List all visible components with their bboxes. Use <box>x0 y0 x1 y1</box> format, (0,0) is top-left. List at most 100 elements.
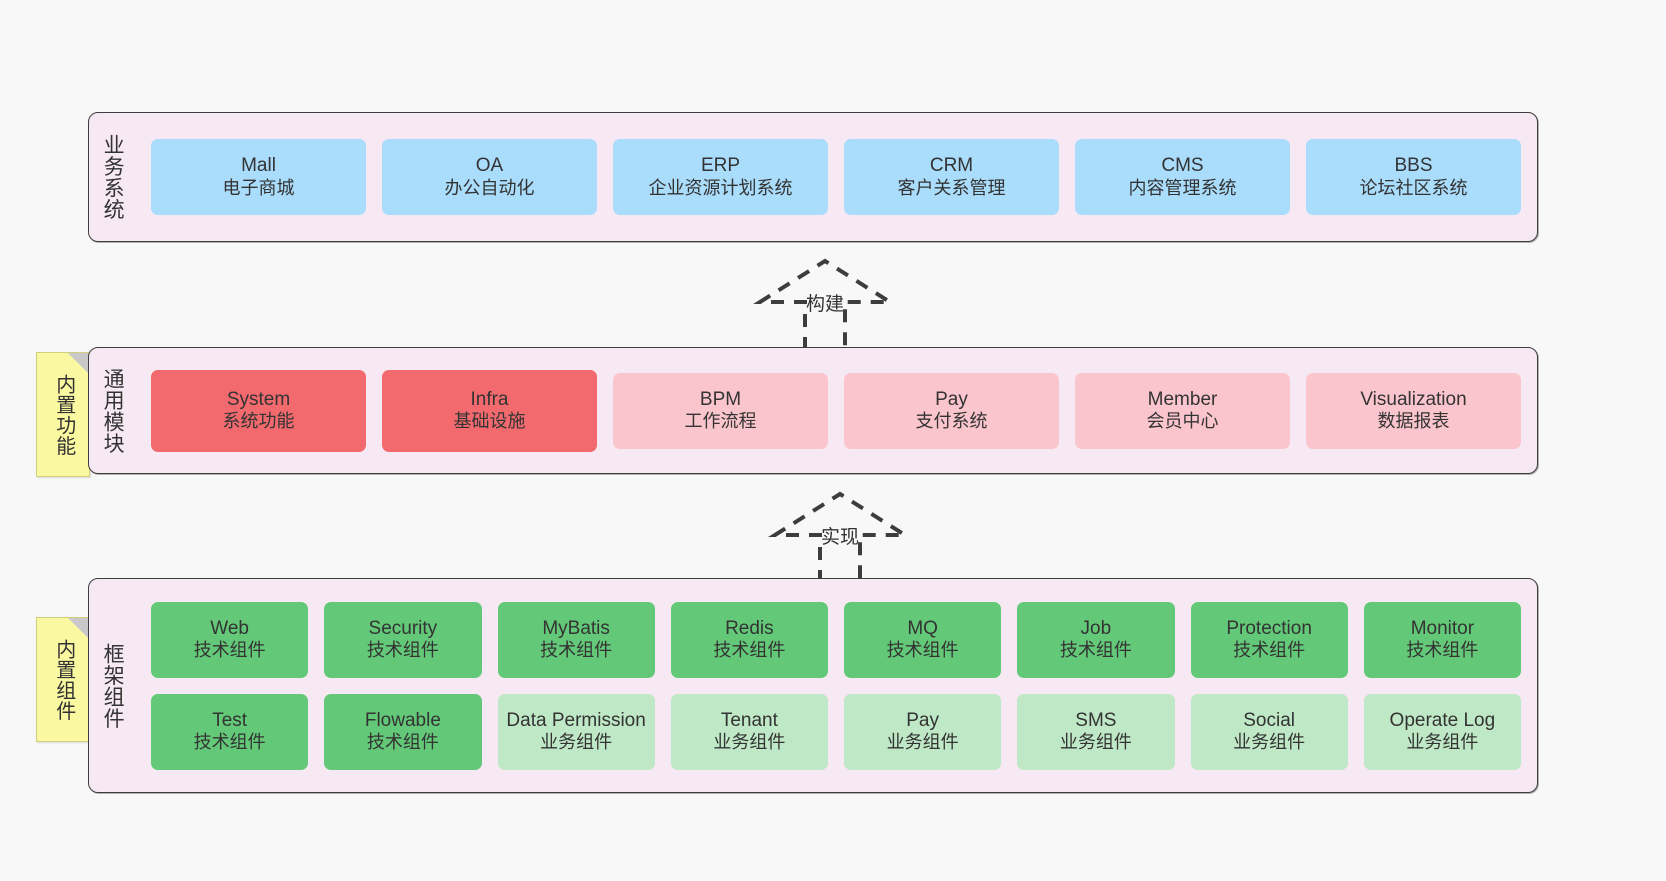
node-oa-name: OA <box>475 155 504 177</box>
node-pay-module-name: Pay <box>935 388 968 410</box>
node-flowable-name: Flowable <box>364 709 441 731</box>
connector-implement: 实现 <box>750 488 930 588</box>
node-pay-component-name: Pay <box>906 709 939 731</box>
framework-biz-row: Test 技术组件 Flowable 技术组件 Data Permission … <box>143 693 1529 770</box>
node-monitor-sub: 技术组件 <box>1406 640 1479 661</box>
connector-implement-label: 实现 <box>820 527 859 548</box>
node-mall[interactable]: Mall 电子商城 <box>151 139 366 215</box>
node-security[interactable]: Security 技术组件 <box>324 601 482 678</box>
connector-build-arrow <box>753 258 897 350</box>
node-web-sub: 技术组件 <box>193 640 266 661</box>
node-system[interactable]: System 系统功能 <box>151 369 366 452</box>
node-member[interactable]: Member 会员中心 <box>1075 372 1290 449</box>
node-redis-sub: 技术组件 <box>713 640 786 661</box>
node-redis[interactable]: Redis 技术组件 <box>670 601 828 678</box>
layer-framework-components[interactable]: 框架组件 Web 技术组件 Security 技术组件 MyBatis 技术组件… <box>88 578 1538 793</box>
node-tenant[interactable]: Tenant 业务组件 <box>670 693 828 770</box>
node-protection[interactable]: Protection 技术组件 <box>1190 601 1348 678</box>
node-mybatis-name: MyBatis <box>542 617 610 639</box>
node-bpm[interactable]: BPM 工作流程 <box>613 372 828 449</box>
node-web[interactable]: Web 技术组件 <box>151 601 309 678</box>
node-flowable-sub: 技术组件 <box>366 732 439 753</box>
node-bbs[interactable]: BBS 论坛社区系统 <box>1306 139 1521 215</box>
node-data-permission-sub: 业务组件 <box>540 732 613 753</box>
node-job-name: Job <box>1080 617 1112 639</box>
note-builtin-components: 内置组件 <box>36 617 90 742</box>
note-builtin-components-label: 内置组件 <box>52 638 75 721</box>
node-infra-name: Infra <box>470 388 509 410</box>
node-infra-sub: 基础设施 <box>453 411 526 432</box>
node-test-name: Test <box>212 709 248 731</box>
node-job-sub: 技术组件 <box>1059 640 1132 661</box>
node-flowable[interactable]: Flowable 技术组件 <box>324 693 482 770</box>
node-security-sub: 技术组件 <box>366 640 439 661</box>
node-security-name: Security <box>368 617 438 639</box>
node-social-name: Social <box>1243 709 1295 731</box>
node-cms-name: CMS <box>1161 155 1204 177</box>
node-oa[interactable]: OA 办公自动化 <box>382 139 597 215</box>
node-system-name: System <box>226 388 291 410</box>
node-erp[interactable]: ERP 企业资源计划系统 <box>613 139 828 215</box>
node-sms[interactable]: SMS 业务组件 <box>1017 693 1175 770</box>
node-infra[interactable]: Infra 基础设施 <box>382 369 597 452</box>
layer-business-title: 业务系统 <box>101 134 125 220</box>
layer-common-body: System 系统功能 Infra 基础设施 BPM 工作流程 Pay 支付系统… <box>135 348 1537 473</box>
connector-build: 构建 <box>735 255 915 355</box>
node-web-name: Web <box>210 617 249 639</box>
node-system-sub: 系统功能 <box>222 411 295 432</box>
node-mybatis[interactable]: MyBatis 技术组件 <box>497 601 655 678</box>
node-sms-name: SMS <box>1075 709 1117 731</box>
node-pay-module[interactable]: Pay 支付系统 <box>844 372 1059 449</box>
node-pay-module-sub: 支付系统 <box>915 411 988 432</box>
note-fold-corner-icon <box>68 353 89 374</box>
node-social-sub: 业务组件 <box>1233 732 1306 753</box>
node-crm-sub: 客户关系管理 <box>897 177 1006 198</box>
node-test[interactable]: Test 技术组件 <box>151 693 309 770</box>
layer-framework-body: Web 技术组件 Security 技术组件 MyBatis 技术组件 Redi… <box>135 579 1537 792</box>
node-cms[interactable]: CMS 内容管理系统 <box>1075 139 1290 215</box>
node-crm[interactable]: CRM 客户关系管理 <box>844 139 1059 215</box>
node-visualization-name: Visualization <box>1360 388 1467 410</box>
framework-tech-row: Web 技术组件 Security 技术组件 MyBatis 技术组件 Redi… <box>143 601 1529 678</box>
node-mybatis-sub: 技术组件 <box>540 640 613 661</box>
connector-build-label: 构建 <box>805 294 844 315</box>
node-bpm-sub: 工作流程 <box>684 411 757 432</box>
node-operate-log-sub: 业务组件 <box>1406 732 1479 753</box>
node-protection-sub: 技术组件 <box>1233 640 1306 661</box>
node-test-sub: 技术组件 <box>193 732 266 753</box>
node-mq[interactable]: MQ 技术组件 <box>844 601 1002 678</box>
note-fold-corner-icon <box>68 618 89 639</box>
node-mq-name: MQ <box>907 617 938 639</box>
node-mall-name: Mall <box>241 155 276 177</box>
node-operate-log[interactable]: Operate Log 业务组件 <box>1363 693 1521 770</box>
layer-common-title: 通用模块 <box>101 367 125 454</box>
node-redis-name: Redis <box>725 617 774 639</box>
layer-common-modules[interactable]: 通用模块 System 系统功能 Infra 基础设施 BPM 工作流程 Pay… <box>88 347 1538 474</box>
node-social[interactable]: Social 业务组件 <box>1190 693 1348 770</box>
node-pay-component-sub: 业务组件 <box>886 732 959 753</box>
note-builtin-features-label: 内置功能 <box>52 373 75 456</box>
node-pay-component[interactable]: Pay 业务组件 <box>844 693 1002 770</box>
node-job[interactable]: Job 技术组件 <box>1017 601 1175 678</box>
node-oa-sub: 办公自动化 <box>444 177 535 198</box>
node-data-permission-name: Data Permission <box>506 709 646 731</box>
node-bbs-name: BBS <box>1394 155 1433 177</box>
layer-business-body: Mall 电子商城 OA 办公自动化 ERP 企业资源计划系统 CRM 客户关系… <box>135 113 1537 241</box>
node-operate-log-name: Operate Log <box>1389 709 1496 731</box>
node-sms-sub: 业务组件 <box>1059 732 1132 753</box>
node-mall-sub: 电子商城 <box>222 177 295 198</box>
node-erp-sub: 企业资源计划系统 <box>648 177 793 198</box>
node-tenant-sub: 业务组件 <box>713 732 786 753</box>
node-mq-sub: 技术组件 <box>886 640 959 661</box>
node-monitor[interactable]: Monitor 技术组件 <box>1363 601 1521 678</box>
node-member-sub: 会员中心 <box>1146 411 1219 432</box>
node-cms-sub: 内容管理系统 <box>1128 177 1237 198</box>
node-data-permission[interactable]: Data Permission 业务组件 <box>497 693 655 770</box>
layer-framework-title: 框架组件 <box>101 642 125 729</box>
layer-business-systems[interactable]: 业务系统 Mall 电子商城 OA 办公自动化 ERP 企业资源计划系统 CRM… <box>88 112 1538 242</box>
node-monitor-name: Monitor <box>1410 617 1475 639</box>
connector-implement-arrow <box>768 491 912 583</box>
node-visualization[interactable]: Visualization 数据报表 <box>1306 372 1521 449</box>
node-visualization-sub: 数据报表 <box>1377 411 1450 432</box>
